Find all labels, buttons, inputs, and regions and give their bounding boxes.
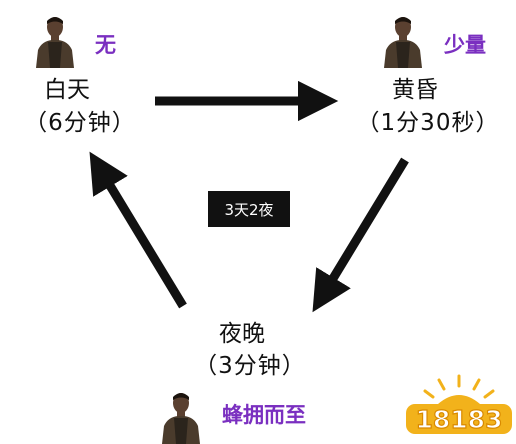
day-zombie-level: 无 — [95, 33, 116, 57]
survivor-avatar-icon — [162, 393, 200, 444]
survivor-avatar-icon — [384, 17, 422, 68]
day-phase-duration: （6分钟） — [24, 110, 136, 136]
cycle-summary-label: 3天2夜 — [208, 191, 290, 227]
dusk-phase-name: 黄昏 — [392, 77, 438, 103]
dusk-zombie-level: 少量 — [444, 33, 486, 57]
18183-logo-icon: 18183 — [406, 374, 512, 435]
night-phase-duration: （3分钟） — [194, 353, 306, 379]
dusk-phase-duration: （1分30秒） — [356, 110, 500, 136]
arrow-night-to-day — [89, 151, 187, 309]
night-phase-name: 夜晚 — [219, 321, 265, 347]
watermark-text: 18183 — [416, 405, 503, 434]
day-phase-name: 白天 — [44, 77, 90, 103]
arrow-dusk-to-night — [312, 157, 409, 313]
night-zombie-level: 蜂拥而至 — [222, 403, 306, 427]
survivor-avatar-icon — [36, 17, 74, 68]
